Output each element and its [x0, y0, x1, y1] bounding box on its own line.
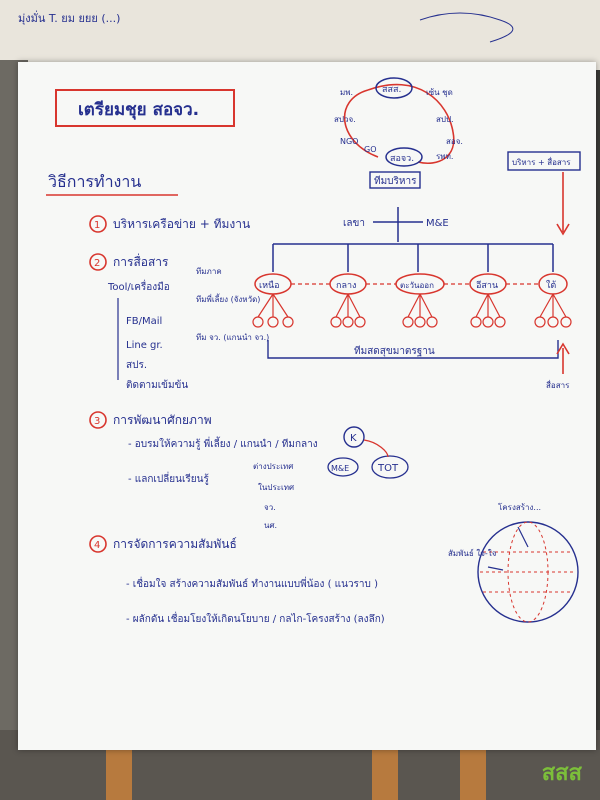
dev-sub-4: นศ.	[264, 521, 277, 530]
cycle-right-top: เซ้น ชุด	[426, 88, 453, 97]
item-3-text: การพัฒนาศักยภาพ	[113, 413, 212, 427]
sss-logo: สสส	[541, 761, 582, 786]
rel-line-1: - เชื่อมใจ สร้างความสัมพันธ์ ทำงานแบบพี่…	[126, 576, 378, 590]
org-right-box: บริหาร + สื่อสาร	[512, 156, 571, 167]
top-sheet-scribble: มุ่งมั่น T. ยม ยยย (...)	[18, 10, 514, 43]
cycle-bottom: สอจว.	[390, 154, 414, 164]
org-region-1: เหนือ	[259, 280, 280, 291]
item-3-num: 3	[94, 416, 100, 427]
item-4-text: การจัดการความสัมพันธ์	[113, 537, 237, 551]
background-sheet-top	[0, 0, 600, 70]
title-box	[55, 89, 235, 127]
comm-item-3: สปร.	[126, 360, 147, 371]
cycle-right-bottom: สอจ.	[446, 137, 463, 146]
dev-line-1: - อบรมให้ความรู้ พี่เลี้ยง / แกนนำ / ทีม…	[128, 436, 318, 450]
item-2-text: การสื่อสาร	[113, 253, 169, 269]
cycle-left-top: มพ.	[340, 88, 353, 97]
org-side-1: ทีมภาค	[196, 267, 222, 276]
dev-sub-3: จว.	[264, 503, 276, 512]
item-2-num: 2	[94, 258, 100, 269]
cycle-right-mid: สปป.	[436, 115, 454, 124]
org-side-3: ทีม จว. (แกนนำ จว.)	[196, 333, 269, 342]
globe-label-1: โครงสร้าง...	[498, 502, 541, 512]
comm-tool: Tool/เครื่องมือ	[107, 279, 170, 293]
cycle-team: ทีมบริหาร	[374, 175, 417, 187]
dev-tot: TOT	[377, 463, 399, 474]
org-right-bottom: สื่อสาร	[546, 379, 570, 390]
globe-diagram: โครงสร้าง... สัมพันธ์ ใจ-ใจ	[448, 502, 579, 623]
item-4-num: 4	[94, 540, 100, 551]
dev-k: K	[350, 433, 357, 444]
dev-line-2: - แลกเปลี่ยนเรียนรู้	[128, 471, 209, 485]
flipchart-sheet: เตรียมชุย สอจว. วิธีการทำงาน สสส. มพ. เซ…	[18, 62, 596, 750]
item-1-num: 1	[94, 220, 100, 231]
dev-sub-1: ต่างประเทศ	[253, 462, 293, 471]
cycle-left-mid: สปวจ.	[334, 115, 356, 124]
org-region-2: กลาง	[336, 281, 356, 291]
item-1-text: บริหารเครือข่าย + ทีมงาน	[113, 217, 250, 231]
cycle-mid-bottom: GO	[364, 145, 377, 154]
org-region-3: ตะวันออก	[400, 281, 434, 290]
cycle-top: สสส.	[382, 85, 401, 95]
org-center-left: เลขา	[343, 218, 365, 229]
top-scribble-text: มุ่งมั่น T. ยม ยยย (...)	[18, 10, 120, 25]
cycle-diagram: สสส. มพ. เซ้น ชุด สปวจ. สปป. NGO GO สอจ.…	[334, 77, 463, 189]
org-side-2: ทีมพี่เลี้ยง (จังหวัด)	[196, 293, 260, 304]
comm-item-1: FB/Mail	[126, 316, 162, 327]
org-region-5: ใต้	[546, 280, 556, 291]
cycle-left-bottom: NGO	[340, 137, 358, 146]
globe-label-2: สัมพันธ์ ใจ-ใจ	[448, 548, 497, 558]
page-title: เตรียมชุย สอจว.	[78, 99, 199, 120]
org-chart: เลขา M&E เหนือ กลาง ตะวันออก อีสาน ใต้	[196, 151, 581, 390]
cycle-bottom-right2: รพท.	[436, 152, 453, 161]
dev-sub-2: ในประเทศ	[258, 483, 294, 492]
org-center-right: M&E	[426, 218, 449, 229]
dev-mre: M&E	[331, 464, 349, 473]
flipchart-drawing: เตรียมชุย สอจว. วิธีการทำงาน สสส. มพ. เซ…	[46, 77, 581, 625]
comm-item-4: ติดตามเข้มข้น	[126, 379, 188, 391]
section-heading: วิธีการทำงาน	[48, 172, 141, 191]
org-region-4: อีสาน	[476, 280, 498, 291]
org-bottom-team: ทีมสดสุขมาตรฐาน	[354, 345, 435, 357]
comm-item-2: Line gr.	[126, 340, 163, 351]
rel-line-2: - ผลักดัน เชื่อมโยงให้เกิดนโยบาย / กลไก-…	[126, 611, 385, 625]
